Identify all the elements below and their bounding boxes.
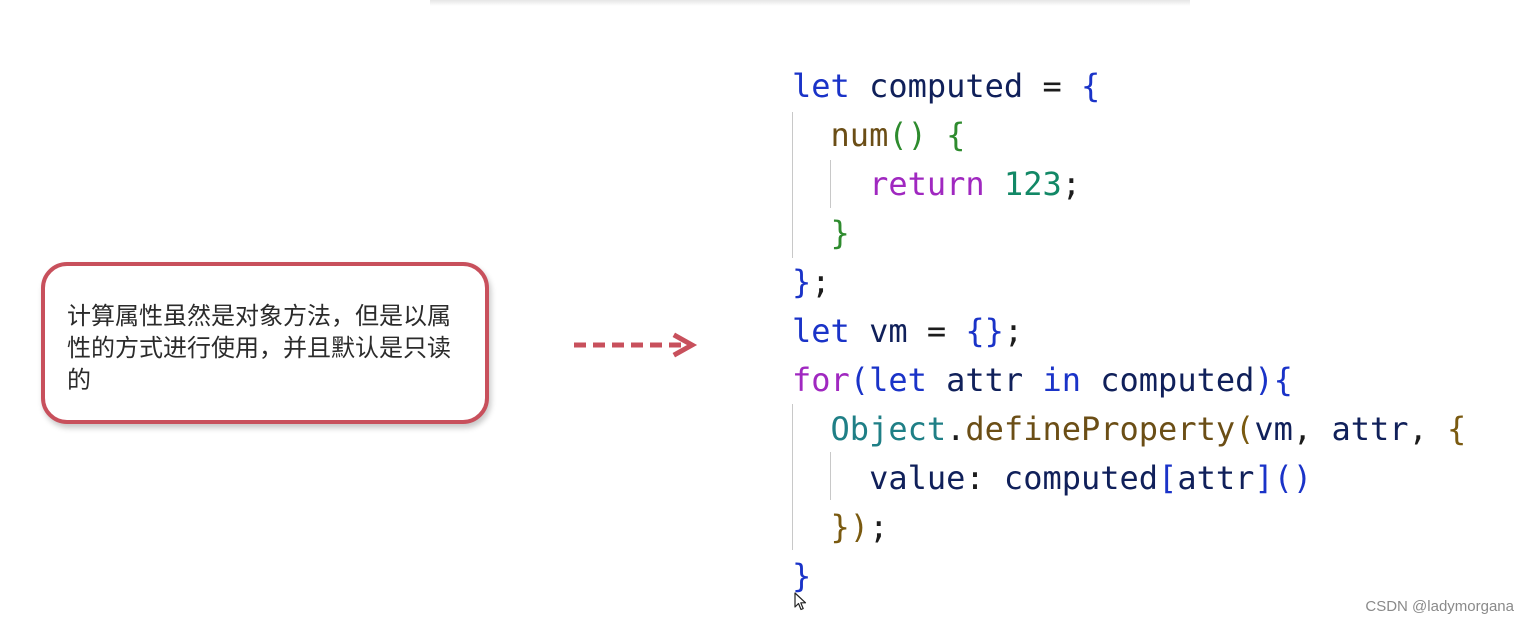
code-token: ) <box>1254 361 1274 399</box>
code-token: computed <box>1100 361 1255 399</box>
watermark: CSDN @ladymorgana <box>1365 598 1514 615</box>
code-token: [ <box>1158 459 1178 497</box>
code-token: 123 <box>1003 165 1062 203</box>
code-line: return 123; <box>792 160 1466 209</box>
code-token: let <box>869 361 927 399</box>
code-token: defineProperty <box>965 410 1236 448</box>
code-token: } <box>792 557 812 595</box>
code-token: , <box>1292 410 1332 448</box>
code-line: let vm = {}; <box>792 307 1466 356</box>
code-token: vm <box>869 312 908 350</box>
code-line: } <box>792 209 1466 258</box>
code-token: ; <box>869 508 889 546</box>
code-token: let <box>792 312 850 350</box>
code-token: attr <box>1331 410 1409 448</box>
code-token: computed <box>1003 459 1159 497</box>
code-token: ] <box>1254 459 1274 497</box>
code-token <box>850 67 869 105</box>
code-token: return <box>869 165 985 203</box>
indent-guide <box>830 160 831 208</box>
code-token: , <box>1408 410 1448 448</box>
code-token: vm <box>1254 410 1293 448</box>
code-token: ) <box>849 508 870 546</box>
code-line: for(let attr in computed){ <box>792 356 1466 405</box>
code-token <box>792 116 831 154</box>
code-line: }; <box>792 258 1466 307</box>
code-token: } <box>830 508 850 546</box>
code-token: computed <box>869 67 1024 105</box>
code-line: num() { <box>792 111 1466 160</box>
code-token <box>927 116 946 154</box>
code-token: : <box>965 459 1004 497</box>
code-token <box>792 165 869 203</box>
code-token: { <box>946 116 966 154</box>
code-line: let computed = { <box>792 62 1466 111</box>
callout-text: 计算属性虽然是对象方法，但是以属性的方式进行使用，并且默认是只读的 <box>67 302 451 394</box>
code-token <box>1081 361 1100 399</box>
code-token: { <box>1273 361 1293 399</box>
code-token: let <box>792 67 850 105</box>
top-edge-shadow <box>430 0 1190 6</box>
code-token: = <box>1023 67 1081 105</box>
code-token <box>850 312 869 350</box>
code-line: } <box>792 552 1466 601</box>
code-token: Object <box>830 410 947 448</box>
code-line: }); <box>792 503 1466 552</box>
code-token: ; <box>1003 312 1024 350</box>
code-line: value: computed[attr]() <box>792 454 1466 503</box>
code-token: . <box>946 410 966 448</box>
code-token: ; <box>811 263 831 301</box>
code-token: for <box>792 361 850 399</box>
code-token: { <box>1080 67 1101 105</box>
indent-guide <box>792 112 793 258</box>
callout-box: 计算属性虽然是对象方法，但是以属性的方式进行使用，并且默认是只读的 <box>41 262 489 424</box>
code-token <box>985 165 1004 203</box>
code-token <box>1023 361 1042 399</box>
code-token <box>792 410 831 448</box>
indent-guide <box>830 452 831 500</box>
code-token: num <box>830 116 889 154</box>
code-token <box>792 508 831 546</box>
code-token: in <box>1042 361 1081 399</box>
code-token: ( <box>1235 410 1255 448</box>
dashed-arrow-icon <box>574 332 698 358</box>
code-token: = <box>907 312 966 350</box>
indent-guide <box>792 404 793 550</box>
code-token: { <box>1447 410 1467 448</box>
code-token <box>792 214 831 252</box>
code-line: Object.defineProperty(vm, attr, { <box>792 405 1467 454</box>
code-token: () <box>888 116 927 154</box>
code-token: ; <box>1061 165 1081 203</box>
code-token: value <box>869 459 966 497</box>
code-token: attr <box>1177 459 1255 497</box>
code-token: } <box>830 214 850 252</box>
code-token: attr <box>946 361 1024 399</box>
code-token <box>927 361 946 399</box>
code-token: {} <box>965 312 1004 350</box>
code-token <box>792 459 869 497</box>
mouse-pointer-icon <box>794 592 807 611</box>
code-token: () <box>1273 459 1313 497</box>
code-token: } <box>792 263 812 301</box>
code-block: let computed = { num() { return 123; }};… <box>792 62 1466 601</box>
code-token: ( <box>849 361 870 399</box>
